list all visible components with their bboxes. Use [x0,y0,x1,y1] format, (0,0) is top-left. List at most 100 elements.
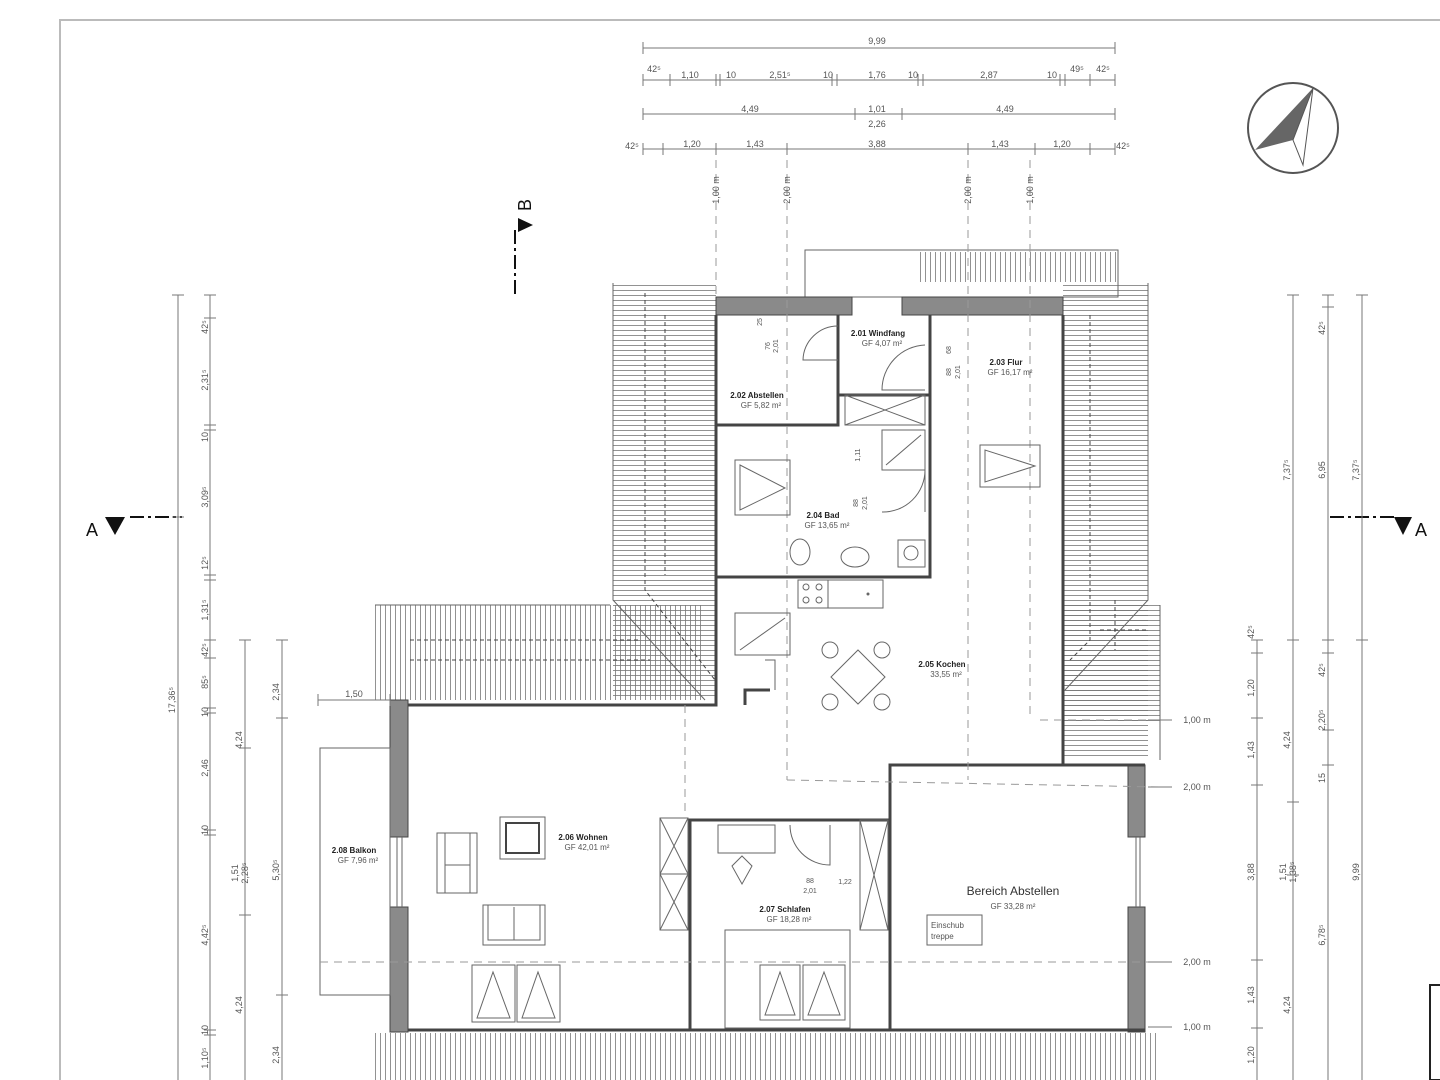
north-arrow-icon [1247,82,1339,174]
dimension-label: 4,24 [1282,996,1292,1014]
dimension-label: 2,31⁵ [200,369,210,391]
door-dimension-label: 2,01 [862,496,869,510]
dimension-label: 12⁵ [200,556,210,570]
dimension-label: 4,49 [996,104,1014,114]
guide-label: 2,00 m [782,176,792,204]
dimension-label: 4,24 [234,731,244,749]
dimension-label: 3,88 [1246,863,1256,881]
einschub-label: treppe [931,932,954,941]
door-swing-icon [765,325,926,866]
sink-icon [840,546,870,568]
room-area: GF 5,82 m² [741,401,782,410]
guide-lines [320,160,1161,963]
dimension-lines [172,42,1368,1080]
dimension-label: 5,30⁵ [271,859,281,881]
dimension-label: 10 [200,707,210,717]
bed-icon [724,929,851,1029]
sheet-frame [59,19,1440,1080]
dimension-label: 2,87 [980,70,998,80]
dimension-label: 10 [200,1025,210,1035]
section-label-b: B [515,199,535,211]
section-markers [105,218,1440,1080]
sofa-icon [482,904,546,946]
guide-label: 1,00 m [711,176,721,204]
level-label: 2,00 m [1183,957,1211,967]
dimension-label: 85⁵ [200,675,210,689]
level-label: 2,00 m [1183,782,1211,792]
window-icon [734,612,791,656]
dimension-label: 15 [1317,773,1327,783]
dimension-label: 10 [200,432,210,442]
dimension-label: 4,49 [741,104,759,114]
chair-icon [731,855,753,886]
dimension-label: 2,26 [868,119,886,129]
section-label-a: A [1415,520,1427,540]
stove-icon [797,579,884,609]
room-name: Bereich Abstellen [967,884,1060,898]
einschub-label: Einschub [931,921,964,930]
dimension-label: 6,78⁵ [1317,924,1327,946]
dimension-label: 1,51 [230,864,240,882]
dimension-label: 3,09⁵ [200,486,210,508]
room-area: GF 13,65 m² [805,521,850,530]
dimension-label: 1,20 [683,139,701,149]
armchair-icon [436,832,478,894]
room-name: 2.08 Balkon [332,846,377,855]
dimension-label: 42⁵ [1246,625,1256,639]
roof-window-icon [471,964,561,1023]
room-area: GF 42,01 m² [565,843,610,852]
dimension-label: 2,46 [200,759,210,777]
dimension-label: 1,38⁵ [1288,861,1298,883]
door-dimension-label: 88 [946,368,953,376]
door-dimension-label: 2,01 [773,339,780,353]
room-area: GF 33,28 m² [991,902,1036,911]
dining-table-icon [821,641,891,711]
dimension-label: 2,28⁵ [240,862,250,884]
dimension-label: 1,50 [345,689,363,699]
room-area: 33,55 m² [930,670,962,679]
desk-icon [717,824,776,854]
room-area: GF 7,96 m² [338,856,379,865]
dimension-label: 9,99 [1351,863,1361,881]
dimension-label: 42⁵ [200,320,210,334]
dimension-label: 42⁵ [200,643,210,657]
dimension-label: 1,01 [868,104,886,114]
dimension-label: 1,76 [868,70,886,80]
dimension-label: 1,10⁵ [200,1047,210,1069]
dimension-label: 1,43 [991,139,1009,149]
dimension-label: 49⁵ [1070,64,1084,74]
dimension-label: 2,34 [271,683,281,701]
wardrobe-icon [659,817,689,931]
guide-label: 1,00 m [1025,176,1035,204]
dimension-label: 42⁵ [1317,663,1327,677]
dimension-label: 2,51⁵ [769,70,791,80]
roof-hatching [375,249,1161,1080]
dimension-label: 10 [908,70,918,80]
walls [319,296,1146,1033]
dimension-label: 1,10 [681,70,699,80]
dimension-label: 7,37⁵ [1351,459,1361,481]
door-dimension-label: 68 [946,346,953,354]
dimension-label: 1,43 [1246,986,1256,1004]
dimension-label: 42⁵ [1317,321,1327,335]
dimension-label: 1,20 [1246,1046,1256,1064]
level-label: 1,00 m [1183,715,1211,725]
dimension-label: 42⁵ [1096,64,1110,74]
dimension-label: 1,43 [1246,741,1256,759]
dimension-label: 17,36⁵ [167,687,177,714]
door-dimension-label: 88 [853,499,860,507]
furniture [436,325,1041,1029]
toilet-icon [789,538,811,566]
room-area: GF 18,28 m² [767,915,812,924]
dimension-label: 10 [726,70,736,80]
wardrobe-icon [859,819,889,931]
dimension-label: 10 [823,70,833,80]
dimension-label: 2,20⁵ [1317,709,1327,731]
room-name: 2.02 Abstellen [730,391,784,400]
dimension-label: 4,24 [1282,731,1292,749]
window-icon [734,459,791,516]
door-dimension-label: 1,11 [855,448,862,461]
dimension-label: 10 [200,825,210,835]
